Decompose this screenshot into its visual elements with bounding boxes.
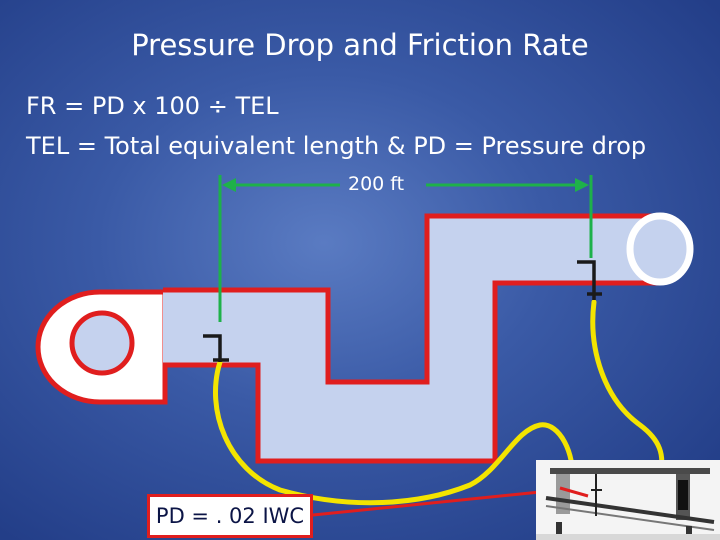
duct-outline xyxy=(163,213,660,464)
dimension-line xyxy=(218,175,593,322)
probe-right xyxy=(577,260,602,300)
definitions-text: TEL = Total equivalent length & PD = Pre… xyxy=(26,132,647,160)
pointer-arrow xyxy=(312,488,561,517)
blower xyxy=(35,289,168,405)
tubing-left xyxy=(213,359,575,506)
dimension-arrow-left xyxy=(222,178,236,192)
duct-end-opening xyxy=(626,212,694,286)
probe-left xyxy=(203,334,229,362)
formula-text: FR = PD x 100 ÷ TEL xyxy=(26,92,279,120)
duct-run xyxy=(163,212,694,464)
tubing-right xyxy=(590,299,665,478)
slide-title: Pressure Drop and Friction Rate xyxy=(131,28,589,62)
dimension-label: 200 ft xyxy=(348,173,405,195)
manometer-gauge xyxy=(536,460,720,540)
blower-wheel xyxy=(69,310,135,376)
dimension-arrow-right xyxy=(575,178,589,192)
pressure-drop-label: PD = . 02 IWC xyxy=(147,494,313,538)
